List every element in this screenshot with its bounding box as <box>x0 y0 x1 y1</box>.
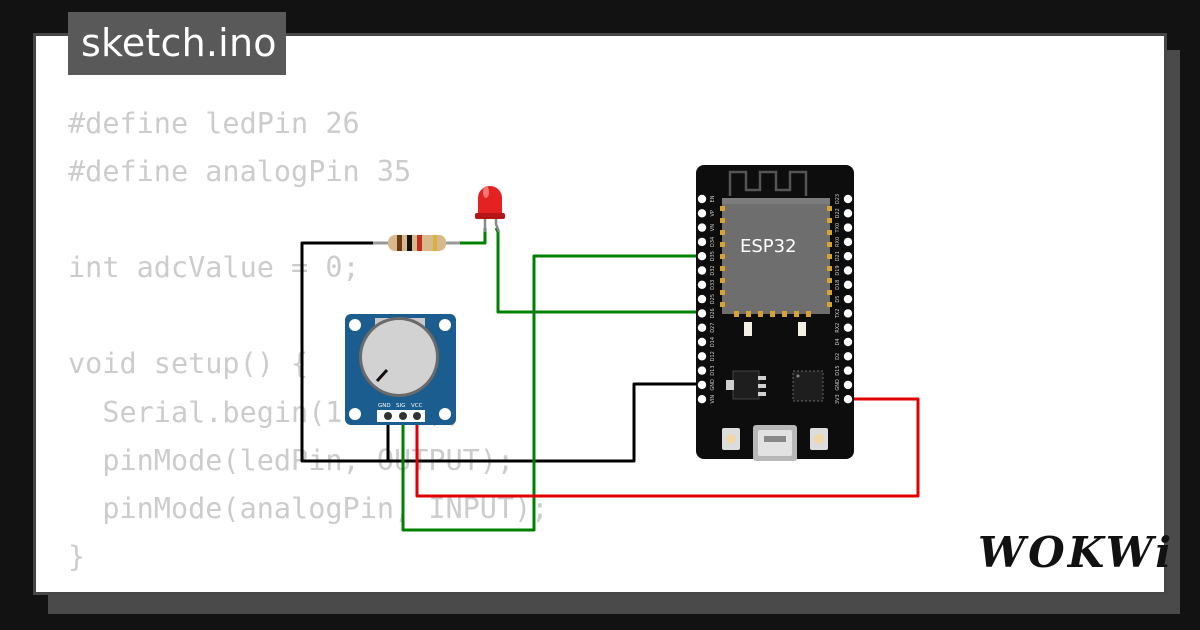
esp32-pin-label: D2 <box>835 353 841 360</box>
esp32-pin-d22[interactable] <box>843 209 853 218</box>
antenna-trace <box>728 170 808 196</box>
file-tab[interactable]: sketch.ino <box>68 12 286 75</box>
esp32-pin-d26[interactable] <box>697 309 707 318</box>
esp32-pin-label: VN <box>710 224 716 231</box>
esp32-pin-label: D25 <box>710 294 716 304</box>
esp32-pin-label: RX2 <box>835 323 841 333</box>
esp32-pin-d5[interactable] <box>843 294 853 304</box>
usb-port[interactable] <box>753 425 797 461</box>
esp32-pin-d33[interactable] <box>697 280 707 289</box>
esp32-pin-tx0[interactable] <box>843 223 853 232</box>
voltage-regulator <box>726 370 766 400</box>
esp32-pin-label: VP <box>710 210 716 216</box>
esp32-pin-label: D13 <box>710 365 716 375</box>
esp32-pin-d34[interactable] <box>697 237 707 247</box>
esp32-pin-tx2[interactable] <box>843 309 853 318</box>
esp32-pin-label: D26 <box>710 308 716 318</box>
esp32-pin-label: D21 <box>835 251 841 261</box>
esp32-pin-vin[interactable] <box>697 395 707 404</box>
esp32-pin-d18[interactable] <box>843 280 853 289</box>
wokwi-logo: WOKWi <box>978 528 1175 577</box>
esp32-pin-label: RX0 <box>835 237 841 247</box>
esp32-pin-label: TX0 <box>835 223 841 234</box>
esp32-pin-rx2[interactable] <box>843 323 853 332</box>
esp32-pin-label: D4 <box>835 338 841 345</box>
esp32-pin-vn[interactable] <box>697 223 707 232</box>
esp32-pin-vp[interactable] <box>697 209 707 218</box>
pot-pin-label-vcc: VCC <box>411 403 423 409</box>
esp32-pin-d32[interactable] <box>697 266 707 275</box>
esp32-pin-label: D34 <box>710 237 716 247</box>
pot-pin-label-sig: SIG <box>396 403 405 409</box>
esp32-pin-label: D32 <box>710 265 716 275</box>
code-line: int adcValue = 0; <box>68 251 360 285</box>
esp32-pin-label: 3V3 <box>835 394 841 404</box>
esp32-pin-d25[interactable] <box>697 294 707 304</box>
esp32-pin-gnd[interactable] <box>843 380 853 390</box>
esp32-pin-label: D23 <box>835 194 841 204</box>
esp32-pin-label: EN <box>710 195 716 202</box>
esp32-pin-label: D27 <box>710 323 716 333</box>
esp32-pin-label: D18 <box>835 280 841 290</box>
led-indicator <box>798 322 806 336</box>
esp32-pin-d21[interactable] <box>843 252 853 261</box>
usb-chip <box>792 370 824 402</box>
esp32-pin-d27[interactable] <box>697 323 707 332</box>
esp32-pin-gnd[interactable] <box>697 380 707 390</box>
code-line: #define analogPin 35 <box>68 155 412 189</box>
esp32-pin-label: VIN <box>710 395 716 404</box>
esp32-pin-label: D14 <box>710 337 716 347</box>
esp32-pin-label: D19 <box>835 265 841 275</box>
esp32-pin-d4[interactable] <box>843 337 853 347</box>
esp32-pin-d15[interactable] <box>843 366 853 375</box>
esp32-label: ESP32 <box>740 236 797 257</box>
code-editor[interactable]: #define ledPin 26 #define analogPin 35 int… <box>68 100 548 581</box>
esp32-pin-label: D15 <box>835 365 841 375</box>
code-line: pinMode(analogPin, INPUT); <box>68 491 549 525</box>
esp32-pin-d12[interactable] <box>697 352 707 361</box>
esp32-pin-d23[interactable] <box>843 194 853 204</box>
wire-pot-signal-d35[interactable] <box>401 254 700 532</box>
esp32-module: ESP32 <box>720 198 832 317</box>
code-line: void setup() { <box>68 347 309 381</box>
esp32-pin-rx0[interactable] <box>843 237 853 247</box>
esp32-pin-label: D12 <box>710 351 716 361</box>
esp32-pin-d2[interactable] <box>843 352 853 361</box>
esp32-pin-label: D22 <box>835 208 841 218</box>
code-line: } <box>68 539 86 573</box>
esp32-pin-label: D35 <box>710 251 716 261</box>
canvas-card <box>33 33 1167 595</box>
esp32-pin-label: D33 <box>710 280 716 290</box>
esp32-pin-label: GND <box>835 379 841 391</box>
esp32-pin-3v3[interactable] <box>843 395 853 404</box>
esp32-pin-d13[interactable] <box>697 366 707 375</box>
esp32-pin-d35[interactable] <box>697 252 707 261</box>
esp32-pin-en[interactable] <box>697 194 707 204</box>
resistor[interactable] <box>373 235 460 251</box>
esp32-pin-d19[interactable] <box>843 266 853 275</box>
potentiometer[interactable]: GND SIG VCC <box>345 314 456 425</box>
pot-pin-label-gnd: GND <box>378 403 391 409</box>
reset-button[interactable] <box>810 428 828 450</box>
led[interactable] <box>475 186 505 233</box>
led-indicator <box>744 322 752 336</box>
esp32-pin-label: GND <box>710 379 716 391</box>
wire-resistor-led[interactable] <box>460 228 487 245</box>
boot-button[interactable] <box>722 428 740 450</box>
wire-ground-esp32[interactable] <box>388 382 700 463</box>
esp32-pin-label: D5 <box>835 296 841 303</box>
code-line: #define ledPin 26 <box>68 107 360 140</box>
wire-led-d26[interactable] <box>494 227 700 314</box>
wire-pot-vcc-3v3[interactable] <box>415 397 920 498</box>
esp32-pin-d14[interactable] <box>697 337 707 347</box>
esp32-pin-label: TX2 <box>835 309 841 320</box>
wire-resistor-ground[interactable] <box>300 241 390 463</box>
